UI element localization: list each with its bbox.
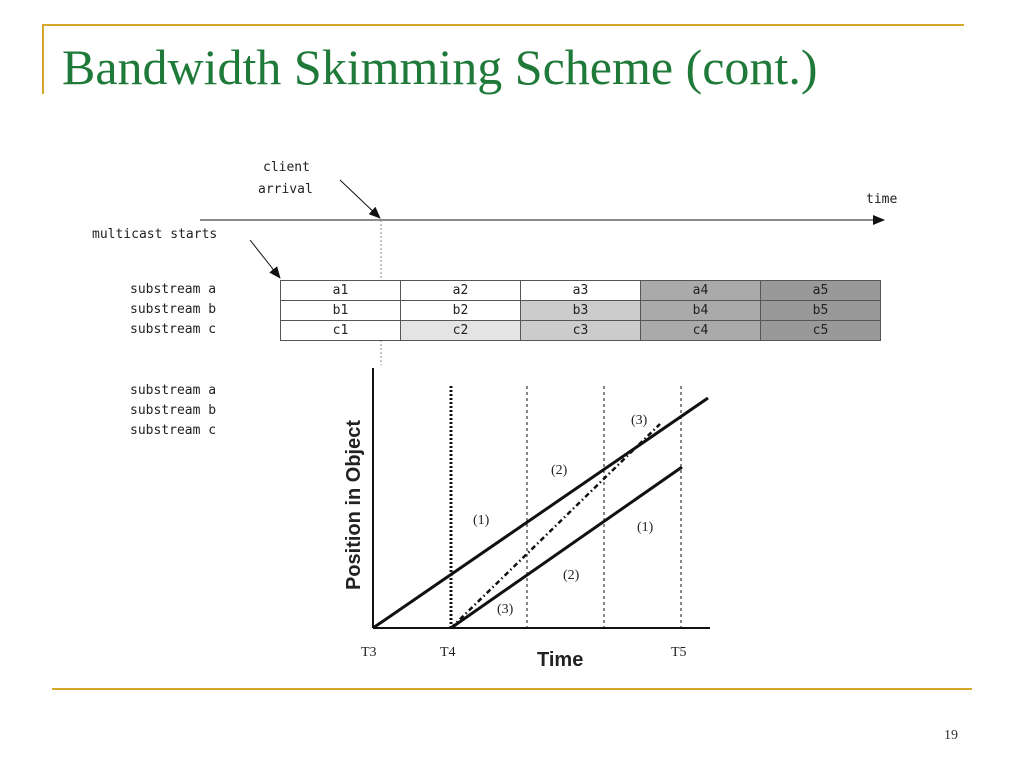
time-label: time xyxy=(866,192,898,207)
x-axis-label: Time xyxy=(537,649,583,671)
y-axis-label: Position in Object xyxy=(343,420,365,590)
multicast-starts-label: multicast starts xyxy=(92,227,218,242)
substream-c-label: substream c xyxy=(130,322,217,337)
substream-b-label-lower: substream b xyxy=(130,403,217,418)
grid-cell: a1 xyxy=(280,280,401,301)
multicast-starts-arrow xyxy=(249,239,281,279)
footer-rule xyxy=(52,688,972,690)
grid-cell: c2 xyxy=(400,320,521,341)
substream-row-a: a1 a2 a3 a4 a5 xyxy=(280,280,881,301)
merge-line xyxy=(450,423,661,629)
substream-b-label: substream b xyxy=(130,302,217,317)
grid-cell: a2 xyxy=(400,280,521,301)
segment-label: (2) xyxy=(551,463,568,478)
grid-cell: c4 xyxy=(640,320,761,341)
page-number: 19 xyxy=(944,728,958,743)
grid-cell: b2 xyxy=(400,300,521,321)
segment-label: (3) xyxy=(631,413,648,428)
position-time-graph: (1) (2) (3) (1) (2) (3) T3 T4 T5 Time Po… xyxy=(343,368,710,671)
substream-row-c: c1 c2 c3 c4 c5 xyxy=(280,320,881,341)
segment-label: (3) xyxy=(497,602,514,617)
client-arrival-arrow xyxy=(339,179,381,219)
grid-cell: b4 xyxy=(640,300,761,321)
tick-t4: T4 xyxy=(440,645,456,660)
grid-cell: c5 xyxy=(760,320,881,341)
grid-cell: c3 xyxy=(520,320,641,341)
frame-vertical-rule xyxy=(42,24,44,94)
substream-a-label: substream a xyxy=(130,282,217,297)
segment-label: (1) xyxy=(473,513,490,528)
substream-a-label-lower: substream a xyxy=(130,383,217,398)
client-arrival-label-line2: arrival xyxy=(258,182,313,197)
grid-cell: a3 xyxy=(520,280,641,301)
grid-cell: a4 xyxy=(640,280,761,301)
line-from-t3 xyxy=(372,396,709,630)
substream-c-label-lower: substream c xyxy=(130,423,217,438)
segment-label: (1) xyxy=(637,520,654,535)
grid-cell: a5 xyxy=(760,280,881,301)
frame-horizontal-rule xyxy=(42,24,964,26)
slide-title: Bandwidth Skimming Scheme (cont.) xyxy=(62,39,818,95)
substream-grid: a1 a2 a3 a4 a5 b1 b2 b3 b4 b5 c1 c2 c3 c… xyxy=(280,280,881,341)
grid-cell: c1 xyxy=(280,320,401,341)
tick-t3: T3 xyxy=(361,645,377,660)
substream-row-b: b1 b2 b3 b4 b5 xyxy=(280,300,881,321)
tick-t5: T5 xyxy=(671,645,687,660)
grid-cell: b5 xyxy=(760,300,881,321)
grid-cell: b1 xyxy=(280,300,401,321)
line-from-t4 xyxy=(450,465,683,630)
segment-label: (2) xyxy=(563,568,580,583)
client-arrival-label-line1: client xyxy=(263,160,310,175)
grid-cell: b3 xyxy=(520,300,641,321)
